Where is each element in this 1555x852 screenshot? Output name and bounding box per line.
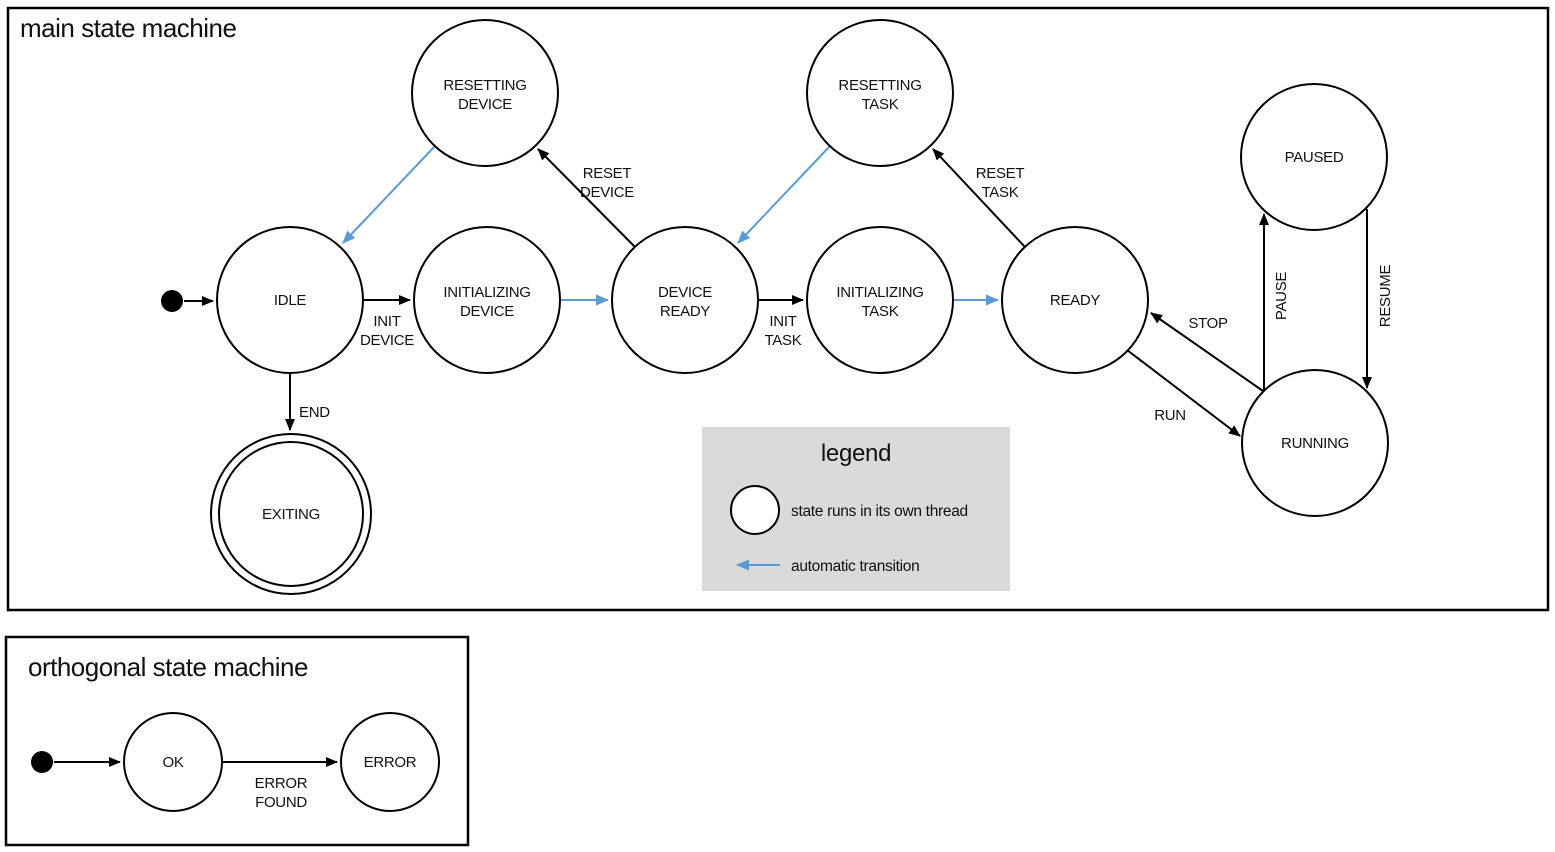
orthogonal-panel-title: orthogonal state machine	[28, 652, 308, 682]
state-exiting-label: EXITING	[262, 506, 320, 523]
state-initializing-device: INITIALIZING DEVICE	[413, 226, 561, 374]
reset-device-label-line2: DEVICE	[580, 184, 634, 201]
reset-device-arrow	[537, 148, 636, 248]
state-ok: OK	[123, 712, 223, 812]
reset-task-label-line2: TASK	[982, 184, 1019, 201]
state-exiting-final: EXITING	[210, 433, 372, 595]
transition-resetting-device-idle-auto	[342, 145, 436, 244]
initial-state-dot	[161, 290, 183, 312]
state-device-ready: DEVICE READY	[611, 226, 759, 374]
transition-end: END	[285, 373, 331, 431]
state-running-label: RUNNING	[1281, 435, 1349, 452]
state-initializing-device-circle	[413, 226, 561, 374]
state-idle-circle	[216, 226, 364, 374]
state-running: RUNNING	[1241, 369, 1389, 517]
state-initializing-task: INITIALIZING TASK	[806, 226, 954, 374]
init-device-label-line1: INIT	[373, 313, 400, 330]
state-ready-circle	[1001, 226, 1149, 374]
transition-reset-device: RESET DEVICE	[537, 148, 636, 248]
auto-arrow-resetting-task	[737, 145, 831, 244]
transition-resume: RESUME	[1362, 209, 1394, 389]
panel-orthogonal-state-machine: orthogonal state machine ERROR FOUND OK …	[4, 635, 470, 847]
transition-init-task: INIT TASK	[758, 295, 804, 349]
panel-main-state-machine: main state machine INIT DEVICE RESET DEV…	[6, 6, 1550, 612]
legend-thread-state-icon	[730, 485, 780, 535]
legend-auto-label: automatic transition	[791, 558, 919, 575]
transition-initial-idle	[161, 290, 214, 312]
init-device-label-line2: DEVICE	[360, 332, 414, 349]
state-resetting-device-label-line1: RESETTING	[443, 77, 526, 94]
state-paused: PAUSED	[1240, 83, 1388, 231]
transition-init-device: INIT DEVICE	[360, 295, 415, 349]
transition-reset-task: RESET TASK	[932, 148, 1026, 248]
state-resetting-task: RESETTING TASK	[806, 19, 954, 167]
reset-task-label-line1: RESET	[976, 165, 1025, 182]
state-resetting-task-label-line2: TASK	[862, 96, 899, 113]
state-error-circle	[340, 712, 440, 812]
transition-error-found: ERROR FOUND	[222, 757, 338, 811]
transition-resetting-task-device-ready-auto	[737, 145, 831, 244]
legend-thread-label: state runs in its own thread	[791, 503, 968, 520]
legend-title: legend	[821, 440, 891, 467]
resume-label: RESUME	[1377, 265, 1394, 328]
transition-stop: STOP	[1150, 312, 1264, 392]
state-ok-label: OK	[162, 754, 183, 771]
state-idle-label: IDLE	[274, 292, 306, 309]
reset-task-arrow	[932, 148, 1026, 248]
state-ok-circle	[123, 712, 223, 812]
state-initializing-task-circle	[806, 226, 954, 374]
state-error-label: ERROR	[364, 754, 417, 771]
reset-device-label-line1: RESET	[583, 165, 632, 182]
legend: legend state runs in its own thread auto…	[702, 427, 1010, 591]
end-label: END	[299, 404, 330, 421]
state-initializing-task-label-line1: INITIALIZING	[836, 284, 923, 301]
run-label: RUN	[1154, 407, 1186, 424]
state-device-ready-label-line2: READY	[660, 303, 710, 320]
transition-initial-ok	[31, 751, 121, 773]
transition-pause: PAUSE	[1259, 213, 1290, 390]
state-running-circle	[1241, 369, 1389, 517]
state-resetting-task-label-line1: RESETTING	[838, 77, 921, 94]
state-resetting-task-circle	[806, 19, 954, 167]
state-initializing-device-label-line2: DEVICE	[460, 303, 514, 320]
stop-arrow	[1150, 312, 1264, 392]
state-paused-circle	[1240, 83, 1388, 231]
state-initializing-task-label-line2: TASK	[862, 303, 899, 320]
state-exiting-inner-circle	[218, 441, 364, 587]
init-task-label-line2: TASK	[765, 332, 802, 349]
run-arrow	[1126, 349, 1241, 437]
state-idle: IDLE	[216, 226, 364, 374]
init-task-label-line1: INIT	[769, 313, 796, 330]
error-found-label-line2: FOUND	[255, 794, 307, 811]
orthogonal-initial-state-dot	[31, 751, 53, 773]
auto-arrow-resetting-device	[342, 145, 436, 244]
state-resetting-device: RESETTING DEVICE	[411, 19, 559, 167]
state-initializing-device-label-line1: INITIALIZING	[443, 284, 530, 301]
state-ready: READY	[1001, 226, 1149, 374]
stop-label: STOP	[1188, 315, 1228, 332]
state-ready-label: READY	[1050, 292, 1100, 309]
state-device-ready-label-line1: DEVICE	[658, 284, 712, 301]
main-panel-title: main state machine	[20, 13, 236, 43]
state-paused-label: PAUSED	[1285, 149, 1344, 166]
state-resetting-device-circle	[411, 19, 559, 167]
pause-label: PAUSE	[1273, 272, 1290, 321]
error-found-label-line1: ERROR	[255, 775, 308, 792]
state-device-ready-circle	[611, 226, 759, 374]
state-resetting-device-label-line2: DEVICE	[458, 96, 512, 113]
state-error: ERROR	[340, 712, 440, 812]
transition-run: RUN	[1126, 349, 1241, 437]
